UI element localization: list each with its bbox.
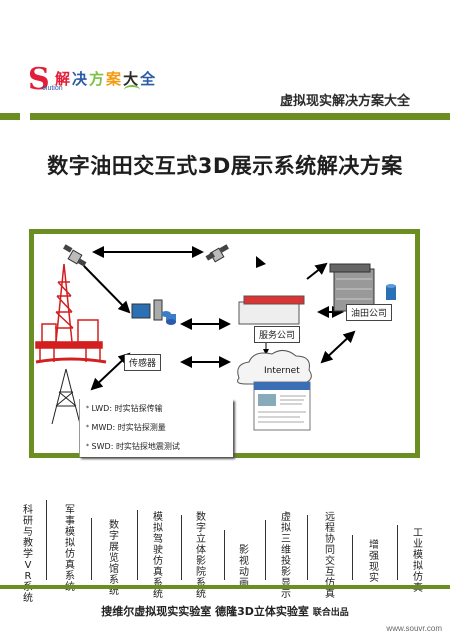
drill-tower-icon (51, 368, 81, 425)
header-title: 虚拟现实解决方案大全 (279, 94, 410, 109)
divider (224, 530, 225, 580)
category-label: 模拟驾驶仿真系统 (153, 512, 163, 600)
arrow-head (256, 256, 266, 268)
oil-rig-icon (35, 263, 107, 364)
watermark: www.souvr.com (386, 624, 442, 633)
book-icon (124, 85, 140, 95)
divider (181, 515, 182, 580)
logo-char: 案 (106, 70, 122, 88)
header-bar-left (0, 113, 20, 120)
link-sensor-tower (90, 352, 131, 391)
page-title: 数字油田交互式3D展示系统解决方案 (47, 154, 403, 178)
satellite-icon (63, 244, 87, 267)
category-label: 数字展览馆系统 (109, 520, 119, 597)
footer-credits: 搜维尔虚拟现实实验室 德隆3D立体实验室 联合出品 (0, 603, 450, 619)
satellite-icon (205, 244, 229, 263)
logo-char: 大 (123, 70, 139, 88)
logo-char: 解 (55, 70, 71, 88)
webpage-icon (253, 381, 311, 431)
diagram-graphics (35, 244, 396, 431)
link-internet-oilfield (320, 330, 356, 364)
divider (137, 510, 138, 580)
computer-icon (131, 299, 176, 325)
divider (91, 518, 92, 580)
divider (397, 525, 398, 580)
category-label: 增强现实 (369, 540, 379, 584)
server-icon (238, 295, 305, 325)
logo-subtext: olution (42, 85, 63, 92)
category-label: 科研与教学VR系统 (23, 505, 33, 604)
logo-char: 决 (72, 70, 88, 88)
legend-item: * LWD: 时实钻探传输 (86, 404, 163, 413)
footer-subtext: 联合出品 (312, 608, 349, 618)
logo-s: S (28, 62, 50, 97)
link-satellite-sensor (83, 265, 131, 314)
service-company-label: 服务公司 (254, 326, 301, 343)
legend-item: * SWD: 时实钻探地震测试 (86, 442, 180, 451)
divider (265, 520, 266, 580)
link-oilfield-up (306, 262, 328, 280)
header-bar (30, 113, 450, 120)
internet-label: Internet (264, 366, 300, 376)
oilfield-company-label: 油田公司 (346, 304, 393, 321)
category-label: 远程协同交互仿真 (325, 512, 335, 600)
logo-text: 解决方案大全 (54, 68, 156, 89)
legend-item: * MWD: 时实钻探测量 (86, 423, 166, 432)
category-label: 数字立体影院系统 (196, 512, 206, 600)
category-label: 影视动画 (239, 545, 249, 589)
logo-char: 方 (89, 70, 105, 88)
legend: * LWD: 时实钻探传输 * MWD: 时实钻探测量 * SWD: 时实钻探地… (79, 399, 233, 457)
divider (307, 515, 308, 580)
footer-text: 搜维尔虚拟现实实验室 德隆3D立体实验室 (101, 605, 309, 618)
logo-char: 全 (140, 70, 156, 88)
system-diagram: 传感器 服务公司 油田公司 Internet * LWD: 时实钻探传输 * M… (29, 229, 420, 458)
sensor-label: 传感器 (124, 354, 162, 371)
category-label: 军事模拟仿真系统 (65, 505, 75, 593)
divider (352, 535, 353, 580)
category-label: 虚拟三维投影显示 (281, 512, 291, 600)
footer-bar (0, 585, 450, 589)
divider (46, 500, 47, 580)
